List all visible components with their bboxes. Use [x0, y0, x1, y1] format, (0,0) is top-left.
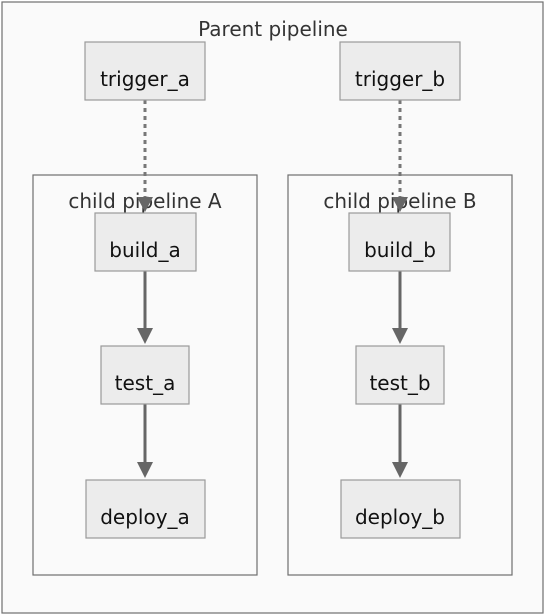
node-trigger-a[interactable]: trigger_a [84, 41, 206, 101]
node-trigger-b[interactable]: trigger_b [339, 41, 461, 101]
node-test-b-label: test_b [369, 371, 430, 395]
node-build-a[interactable]: build_a [94, 212, 197, 272]
node-deploy-b[interactable]: deploy_b [340, 479, 461, 539]
node-test-b[interactable]: test_b [355, 345, 445, 405]
arrowhead-test-b [392, 328, 408, 344]
arrowhead-deploy-a [137, 462, 153, 478]
node-test-a-label: test_a [115, 371, 176, 395]
node-build-b[interactable]: build_b [348, 212, 451, 272]
arrowhead-build-b [392, 197, 408, 212]
arrowhead-test-a [137, 328, 153, 344]
node-build-a-label: build_a [109, 238, 180, 262]
node-trigger-a-label: trigger_a [100, 67, 190, 91]
parent-pipeline-title: Parent pipeline [198, 17, 348, 41]
node-deploy-a[interactable]: deploy_a [85, 479, 206, 539]
node-deploy-b-label: deploy_b [355, 505, 445, 529]
node-test-a[interactable]: test_a [100, 345, 190, 405]
arrowhead-deploy-b [392, 462, 408, 478]
edges [137, 100, 408, 478]
node-deploy-a-label: deploy_a [100, 505, 190, 529]
node-build-b-label: build_b [364, 238, 436, 262]
node-trigger-b-label: trigger_b [355, 67, 445, 91]
arrowhead-build-a [137, 197, 153, 212]
